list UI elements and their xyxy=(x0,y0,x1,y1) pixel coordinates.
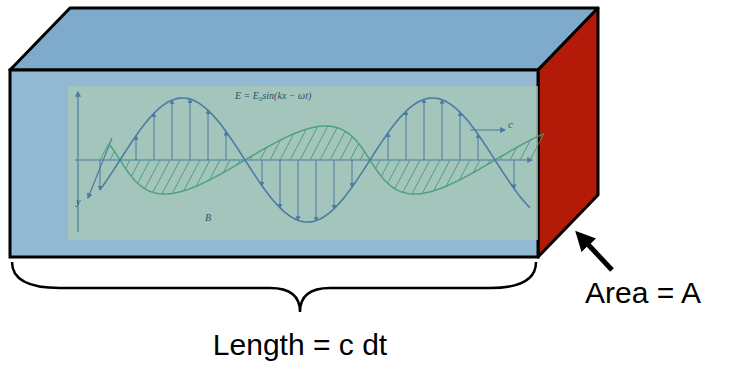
wave-picture-ground xyxy=(68,86,538,240)
area-face xyxy=(538,8,598,257)
length-bracket xyxy=(12,262,536,312)
area-pointer xyxy=(582,238,612,270)
speed-label: c xyxy=(508,118,513,130)
length-label: Length = c dt xyxy=(213,328,387,361)
axis-label: y xyxy=(76,196,80,207)
front-face xyxy=(10,70,538,257)
field-label: B xyxy=(205,212,211,223)
em-wave xyxy=(75,92,544,232)
area-label: Area = A xyxy=(585,276,701,309)
wave-equation: E = E₀sin(kx − ωt) xyxy=(235,90,311,101)
top-face xyxy=(10,8,598,70)
